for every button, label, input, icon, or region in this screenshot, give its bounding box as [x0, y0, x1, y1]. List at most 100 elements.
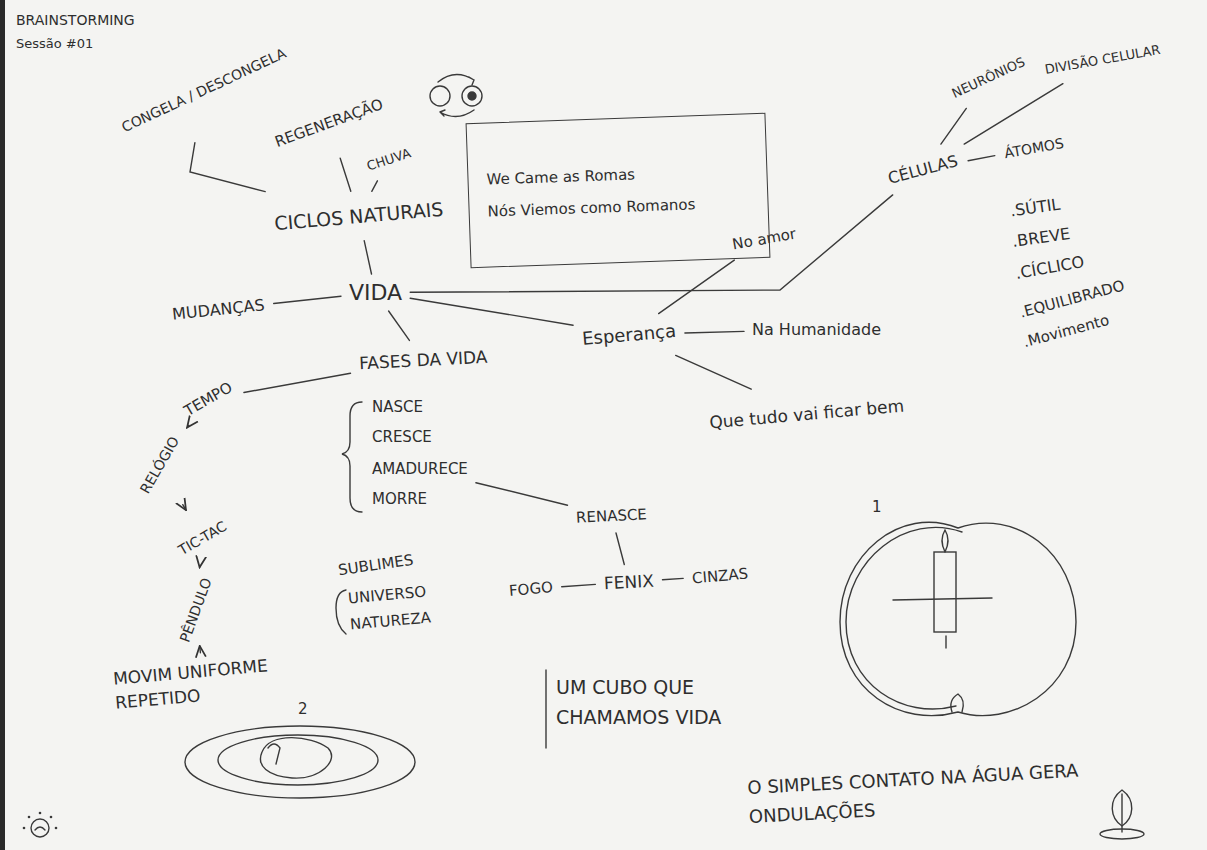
topic-text: CICLOS NATURAIS: [273, 198, 444, 235]
callout-number: 2: [298, 700, 308, 718]
cross-line: [893, 598, 992, 600]
topic-word: CINZAS: [687, 562, 753, 590]
branch-line: [562, 584, 596, 586]
ripple: [218, 735, 378, 785]
topic-word: No amor: [727, 222, 802, 256]
water-ripple: [1100, 829, 1144, 839]
ripple: [185, 726, 415, 798]
cross-line: [945, 636, 946, 648]
topic-text: FOGO: [508, 578, 553, 600]
topic-word: FOGO: [504, 576, 558, 602]
blob-outline: [846, 527, 962, 709]
topic-word: TIC-TAC: [171, 514, 234, 562]
list-bracket: [342, 402, 362, 512]
quality-item: .BREVE: [1011, 224, 1071, 251]
topic-text: FENIX: [604, 571, 655, 594]
branch-line: [372, 181, 378, 192]
idea-word: NATUREZA: [349, 609, 431, 634]
candle: [934, 552, 956, 632]
topic-text: Que tudo vai ficar bem: [709, 396, 905, 433]
topic-text: RENASCE: [576, 505, 648, 527]
sun-mark: [31, 819, 49, 837]
phase-item: CRESCE: [372, 428, 432, 446]
branch-line: [659, 260, 735, 314]
topic-text: AMADURECE: [372, 460, 468, 478]
note-text: UM CUBO QUE CHAMAMOS VIDA: [556, 672, 731, 733]
topic-text: DIVISÃO CELULAR: [1044, 42, 1162, 77]
branch-line: [187, 425, 189, 427]
phase-item: MORRE: [372, 490, 427, 508]
topic-word: RELÓGIO: [133, 429, 186, 500]
branch-line: [476, 483, 568, 506]
branch-line: [183, 505, 186, 510]
branch-line: [274, 296, 341, 303]
topic-word: CONGELA / DESCONGELA: [115, 41, 293, 138]
topic-text: PÊNDULO: [177, 576, 215, 645]
topic-word: CICLOS NATURAIS: [269, 195, 448, 236]
quality-item: .SÚTIL: [1009, 195, 1062, 221]
branch-line: [964, 84, 1063, 144]
topic-word: DIVISÃO CELULAR: [1039, 39, 1165, 79]
topic-text: MOVIM UNIFORME REPETIDO: [112, 652, 295, 715]
topic-word: Na Humanidade: [748, 318, 885, 341]
branch-line: [685, 331, 744, 333]
branch-line: [968, 156, 995, 161]
cycle-dot: [468, 92, 476, 100]
topic-text: TEMPO: [181, 378, 235, 420]
topic-word: FENIX: [599, 569, 658, 596]
topic-text: CINZAS: [691, 565, 749, 588]
topic-text: CONGELA / DESCONGELA: [119, 45, 288, 135]
candle-flame: [942, 530, 948, 552]
sun-mark: [35, 827, 45, 830]
topic-text: RELÓGIO: [137, 434, 182, 496]
quality-item: .EQUILIBRADO: [1018, 276, 1127, 321]
note-text: O SIMPLES CONTATO NA ÁGUA GERA ONDULAÇÕE…: [747, 756, 1095, 832]
topic-word: MOVIM UNIFORME REPETIDO: [108, 650, 300, 718]
topic-word: ÁTOMOS: [999, 132, 1069, 164]
topic-text: Na Humanidade: [752, 320, 881, 339]
idea-word: SUBLIMES: [337, 551, 414, 579]
page-title: BRAINSTORMING: [16, 12, 135, 28]
cycle-circle: [462, 86, 482, 106]
branch-line: [616, 533, 624, 565]
branch-line: [941, 108, 966, 144]
callout-number: 1: [872, 498, 882, 516]
topic-word: AMADURECE: [368, 458, 472, 480]
branch-line: [190, 143, 265, 192]
idea-word: UNIVERSO: [347, 583, 426, 608]
branch-line: [340, 158, 351, 191]
branch-line: [676, 355, 752, 389]
list-bracket: [336, 590, 346, 634]
text-bar: [545, 670, 546, 748]
session-label: Sessão #01: [16, 36, 93, 51]
topic-word: FASES DA VIDA: [354, 344, 492, 375]
branch-line: [199, 566, 201, 567]
blob-outline: [840, 522, 1076, 715]
topic-word: Que tudo vai ficar bem: [704, 393, 909, 435]
topic-text: FASES DA VIDA: [359, 347, 488, 374]
topic-word: RENASCE: [571, 503, 651, 529]
topic-word: CHUVA: [360, 142, 417, 177]
topic-word: TEMPO: [177, 374, 240, 423]
topic-text: NEURÔNIOS: [950, 54, 1028, 101]
sketches: [0, 0, 1144, 850]
topic-word: CÉLULAS: [881, 148, 964, 191]
topic-text: TIC-TAC: [176, 518, 230, 558]
topic-text: We Came as Romas: [486, 161, 748, 188]
topic-word: Esperança: [577, 318, 681, 352]
topic-text: No amor: [731, 225, 797, 254]
topic-text: Nós Viemos como Romanos: [487, 193, 749, 220]
phase-item: NASCE: [372, 398, 423, 416]
apple-stem: [268, 744, 280, 764]
topic-text: CHUVA: [365, 145, 413, 173]
branch-line: [364, 241, 371, 274]
topic-text: VIDA: [349, 280, 402, 305]
topic-word: NEURÔNIOS: [945, 51, 1032, 105]
cycle-arrow: [438, 74, 474, 85]
topic-text: ÁTOMOS: [1003, 135, 1065, 161]
topic-word: PÊNDULO: [173, 571, 217, 648]
branch-line: [410, 298, 573, 325]
topic-word: REGENERAÇÃO: [268, 92, 390, 154]
branch-line: [389, 311, 410, 340]
